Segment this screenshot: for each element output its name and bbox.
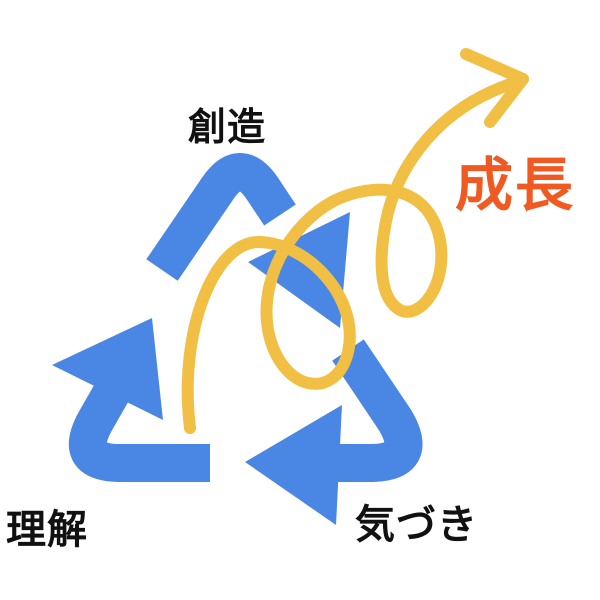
cycle-arrow-left-shaft [68, 382, 210, 482]
cycle-arrow-right-head [245, 405, 342, 525]
cycle-arrow-left-head [52, 318, 163, 420]
label-understand: 理解 [6, 507, 88, 553]
cycle-arrow-right [245, 339, 423, 525]
cycle-arrow-right-shaft [322, 339, 423, 482]
cycle-arrow-left [52, 318, 210, 482]
spiral-arrow-icon [181, 48, 529, 434]
cycle-arrow-top-head [248, 212, 350, 328]
label-awareness: 気づき [355, 502, 478, 548]
label-growth: 成長 [455, 151, 576, 219]
spiral-arrow-stroke [181, 73, 529, 434]
cycle-arrow-top [146, 153, 350, 328]
label-create: 創造 [188, 105, 267, 149]
cycle-arrow-top-shaft [146, 153, 296, 281]
cycle-arrows-icon [52, 153, 423, 525]
spiral-arrow-head [460, 48, 529, 128]
